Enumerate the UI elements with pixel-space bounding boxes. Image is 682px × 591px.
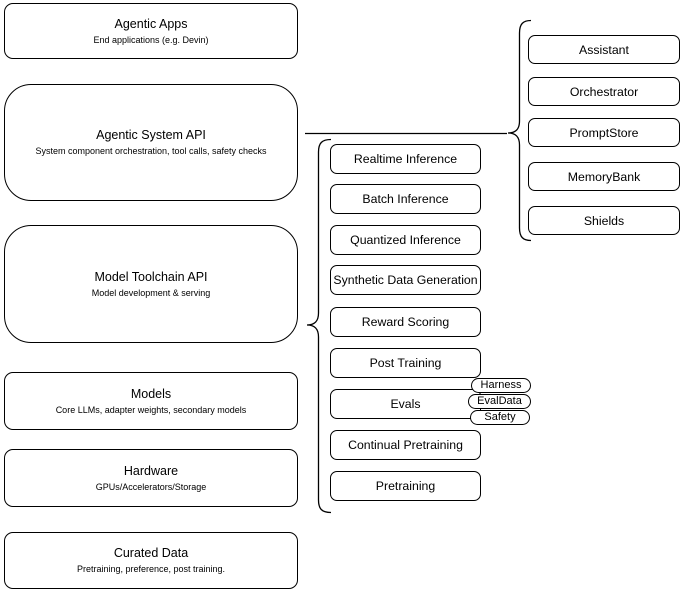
node-realtime-inference: Realtime Inference	[330, 144, 481, 174]
node-models: Models Core LLMs, adapter weights, secon…	[4, 372, 298, 430]
node-evals: Evals	[330, 389, 481, 419]
brace-toolchain-components	[306, 138, 332, 514]
node-model-toolchain-api: Model Toolchain API Model development & …	[4, 225, 298, 343]
node-label: MemoryBank	[567, 169, 641, 184]
node-subtitle: Pretraining, preference, post training.	[76, 564, 226, 574]
node-quantized-inference: Quantized Inference	[330, 225, 481, 255]
node-agentic-apps: Agentic Apps End applications (e.g. Devi…	[4, 3, 298, 59]
node-subtitle: System component orchestration, tool cal…	[35, 146, 267, 156]
node-pretraining: Pretraining	[330, 471, 481, 501]
node-label: Batch Inference	[362, 192, 449, 206]
node-title: Models	[130, 386, 172, 401]
node-label: Reward Scoring	[361, 315, 450, 329]
node-promptstore: PromptStore	[528, 118, 680, 147]
node-title: Agentic Apps	[114, 16, 188, 31]
tag-evaldata: EvalData	[468, 394, 531, 409]
tag-label: EvalData	[477, 395, 522, 407]
node-orchestrator: Orchestrator	[528, 77, 680, 106]
node-label: Realtime Inference	[353, 152, 458, 166]
node-label: Orchestrator	[569, 84, 639, 99]
node-label: Assistant	[579, 42, 629, 57]
node-continual-pretraining: Continual Pretraining	[330, 430, 481, 460]
node-title: Hardware	[123, 463, 179, 478]
node-curated-data: Curated Data Pretraining, preference, po…	[4, 532, 298, 589]
node-subtitle: Core LLMs, adapter weights, secondary mo…	[55, 404, 247, 415]
node-shields: Shields	[528, 206, 680, 235]
node-batch-inference: Batch Inference	[330, 184, 481, 214]
node-post-training: Post Training	[330, 348, 481, 378]
tag-safety: Safety	[470, 410, 530, 425]
node-title: Model Toolchain API	[94, 269, 208, 284]
node-label: Shields	[583, 213, 625, 228]
node-label: Quantized Inference	[350, 233, 461, 247]
node-label: Synthetic Data Generation	[333, 273, 478, 287]
node-label: PromptStore	[569, 125, 639, 140]
node-subtitle: Model development & serving	[91, 287, 211, 298]
node-label: Evals	[390, 397, 421, 411]
node-assistant: Assistant	[528, 35, 680, 64]
node-subtitle: GPUs/Accelerators/Storage	[95, 481, 207, 492]
node-label: Pretraining	[375, 479, 436, 493]
node-label: Post Training	[369, 356, 442, 370]
tag-label: Safety	[484, 411, 516, 423]
tag-label: Harness	[480, 379, 522, 391]
node-agentic-system-api: Agentic System API System component orch…	[4, 84, 298, 201]
node-subtitle: End applications (e.g. Devin)	[93, 34, 209, 45]
node-label: Continual Pretraining	[348, 438, 463, 452]
tag-harness: Harness	[471, 378, 531, 393]
node-hardware: Hardware GPUs/Accelerators/Storage	[4, 449, 298, 507]
node-reward-scoring: Reward Scoring	[330, 307, 481, 337]
node-synthetic-data-generation: Synthetic Data Generation	[330, 265, 481, 295]
node-title: Curated Data	[113, 546, 189, 560]
node-memorybank: MemoryBank	[528, 162, 680, 191]
node-title: Agentic System API	[96, 128, 206, 142]
